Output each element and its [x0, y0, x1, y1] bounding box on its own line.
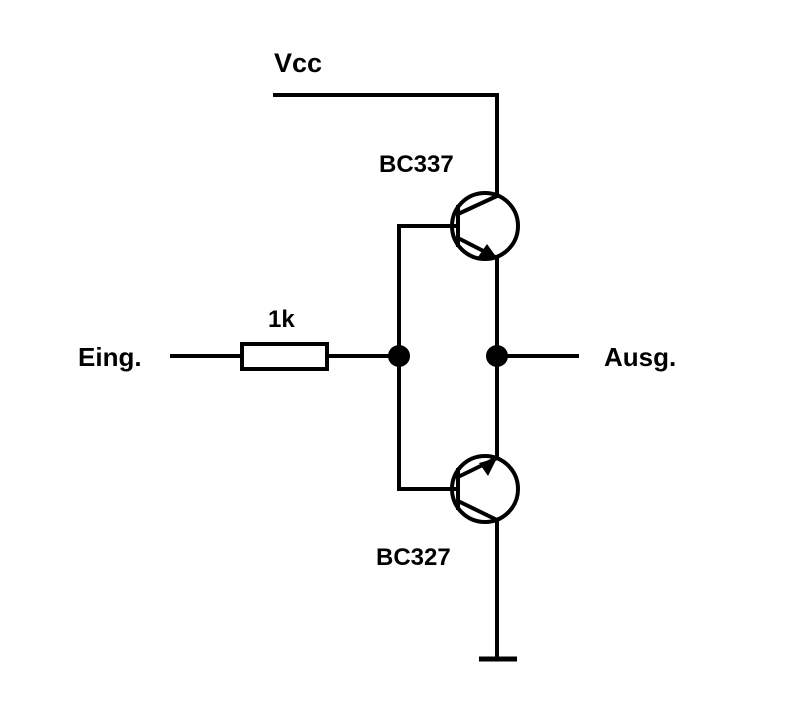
transistor-bc327-pnp-symbol: [450, 454, 520, 524]
base-junction-dot: [388, 345, 410, 367]
resistor-1k: [240, 342, 329, 371]
output-label: Ausg.: [604, 342, 676, 372]
emitter-arrow-icon: [479, 458, 497, 476]
emitter-arrow-icon: [478, 244, 497, 258]
output-rail: [495, 256, 579, 460]
transistor-bc337-npn-symbol: [450, 191, 520, 261]
lower-transistor-label: BC327: [376, 544, 451, 571]
resistor-label: 1k: [268, 306, 295, 333]
vcc-rail: [273, 93, 499, 198]
upper-transistor-label: BC337: [379, 151, 454, 178]
input-label: Eing.: [78, 342, 142, 372]
vcc-label: Vcc: [274, 48, 322, 78]
output-junction-dot: [486, 345, 508, 367]
